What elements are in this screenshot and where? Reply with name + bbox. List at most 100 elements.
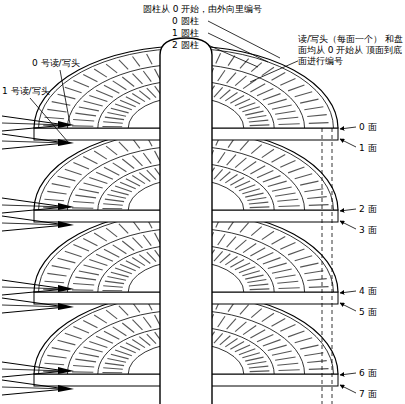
leader-line	[208, 33, 268, 62]
sector-line	[307, 115, 326, 117]
sector-line	[251, 145, 261, 154]
surface-label: 0 面	[359, 122, 377, 133]
sector-line	[139, 255, 150, 264]
sector-line	[89, 341, 107, 347]
sector-line	[143, 235, 151, 246]
sector-line	[47, 191, 66, 194]
sector-line	[263, 258, 281, 264]
read-write-head	[2, 216, 74, 231]
sector-line	[96, 172, 113, 179]
sector-line	[65, 87, 82, 93]
sector-line	[132, 57, 139, 67]
sector-line	[143, 71, 151, 82]
sector-line	[243, 162, 256, 171]
sector-line	[113, 163, 127, 172]
sector-line	[295, 338, 312, 343]
sector-line	[52, 266, 71, 270]
sector-line	[119, 224, 128, 233]
sector-line	[122, 323, 134, 333]
sector-line	[122, 77, 134, 87]
sector-line	[245, 111, 263, 115]
sector-line	[235, 240, 246, 250]
sector-line	[280, 242, 295, 249]
sector-line	[132, 156, 142, 166]
sector-line	[225, 338, 237, 346]
sector-line	[309, 368, 329, 370]
sector-line	[94, 69, 107, 77]
sector-line	[89, 95, 107, 101]
sector-line	[272, 73, 286, 81]
sector-line	[120, 346, 136, 353]
head-arm	[2, 198, 66, 207]
sector-line	[307, 197, 326, 199]
sector-line	[84, 101, 103, 106]
sector-line	[96, 90, 113, 97]
sector-line	[105, 363, 124, 366]
sector-line	[65, 251, 82, 257]
head-arm	[2, 205, 66, 207]
sector-line	[96, 254, 113, 261]
surface-label: 6 面	[359, 368, 377, 379]
sector-line	[83, 156, 97, 163]
head-slider	[58, 285, 74, 292]
sector-line	[235, 322, 246, 332]
sector-line	[52, 184, 71, 188]
sector-line	[309, 204, 329, 206]
sector-line	[262, 149, 274, 157]
head-arm	[2, 305, 66, 307]
sector-line	[45, 199, 65, 200]
sector-line	[240, 305, 249, 315]
read-write-head	[2, 380, 74, 395]
sector-line	[304, 353, 323, 356]
sector-line	[277, 199, 298, 201]
sector-line	[73, 81, 89, 88]
cylinder-line	[322, 128, 323, 404]
sector-line	[83, 320, 97, 327]
sector-line	[240, 141, 249, 151]
sector-line	[230, 342, 244, 350]
sector-line	[300, 263, 318, 267]
sector-line	[105, 199, 124, 202]
read-write-head	[2, 280, 74, 295]
sector-line	[103, 286, 123, 287]
sector-line	[242, 189, 259, 194]
sector-line	[300, 99, 318, 103]
sector-line	[104, 249, 119, 257]
sector-line	[214, 87, 223, 97]
sector-line	[225, 92, 237, 100]
sector-line	[79, 189, 99, 193]
head-slider	[58, 303, 74, 310]
sector-line	[309, 122, 329, 124]
head-arm	[2, 287, 66, 289]
sector-line	[47, 109, 66, 112]
surface-label: 3 面	[359, 225, 377, 236]
sector-line	[45, 363, 65, 364]
sector-line	[102, 126, 122, 127]
head-slider	[58, 203, 74, 210]
sector-line	[79, 271, 99, 275]
sector-line	[277, 117, 298, 119]
sector-line	[107, 277, 126, 281]
sector-line	[277, 363, 298, 365]
cylinder-label: 1 圆柱	[172, 28, 199, 39]
head-arm	[2, 223, 66, 225]
head-arm	[2, 371, 66, 377]
face-pointer	[340, 373, 356, 375]
head-arm	[2, 387, 66, 389]
sector-line	[250, 124, 270, 126]
sector-line	[115, 104, 132, 110]
sector-line	[214, 251, 223, 261]
sector-line	[242, 353, 259, 358]
sector-line	[295, 92, 312, 97]
sector-line	[52, 102, 71, 106]
sector-line	[280, 324, 295, 331]
sector-line	[115, 186, 132, 192]
sector-line	[227, 237, 236, 247]
sector-line	[147, 334, 156, 343]
sector-line	[288, 249, 304, 255]
sector-line	[307, 279, 326, 281]
sector-line	[247, 362, 266, 365]
sector-line	[242, 271, 259, 276]
sector-line	[94, 151, 107, 159]
sector-line	[263, 340, 281, 346]
